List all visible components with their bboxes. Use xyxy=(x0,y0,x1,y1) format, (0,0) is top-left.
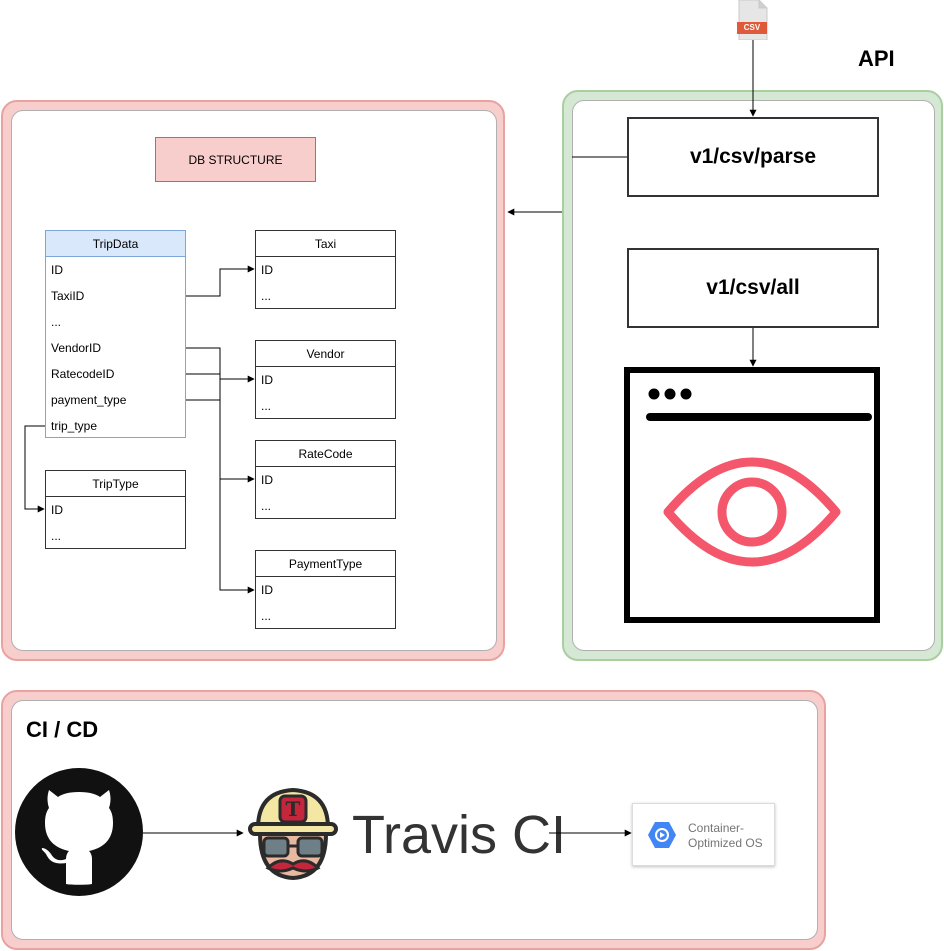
table-field: ID xyxy=(51,263,63,277)
api-label: API xyxy=(858,46,895,71)
table-header: PaymentType xyxy=(256,551,395,577)
table-field: TaxiID xyxy=(51,289,85,303)
connector-vendorid xyxy=(186,347,255,594)
cos-label-line2: Optimized OS xyxy=(688,836,763,850)
table-vendor[interactable]: Vendor ID ... xyxy=(255,340,396,419)
table-field: ID xyxy=(261,373,273,387)
table-field: ID xyxy=(261,583,273,597)
table-field: ... xyxy=(261,609,272,623)
csv-file-label: CSV xyxy=(743,23,761,32)
csv-file-icon: CSV xyxy=(737,0,769,41)
db-structure-group xyxy=(1,100,505,661)
endpoint-csv-all[interactable]: v1/csv/all xyxy=(627,248,879,328)
table-header: TripData xyxy=(46,231,185,257)
table-header: RateCode xyxy=(256,441,395,467)
table-ratecode[interactable]: RateCode ID ... xyxy=(255,440,396,519)
table-field: ... xyxy=(261,289,272,303)
travis-ci-wordmark: Travis CI xyxy=(352,805,566,865)
travis-mascot-icon: T xyxy=(244,784,342,882)
gcp-hexagon-icon xyxy=(648,822,676,848)
table-field: RatecodeID xyxy=(51,367,115,381)
db-structure-title: DB STRUCTURE xyxy=(155,137,316,182)
travis-mascot-letter: T xyxy=(285,797,301,821)
table-tripdata[interactable]: TripData ID TaxiID ... VendorID Ratecode… xyxy=(45,230,186,438)
cicd-label: CI / CD xyxy=(26,717,99,742)
table-field: ID xyxy=(51,503,63,517)
table-field: payment_type xyxy=(51,393,127,407)
table-field: VendorID xyxy=(51,341,102,355)
table-paymenttype[interactable]: PaymentType ID ... xyxy=(255,550,396,629)
table-field: ... xyxy=(261,499,272,513)
table-header: Taxi xyxy=(256,231,395,257)
table-field: trip_type xyxy=(51,419,98,433)
container-optimized-os-badge: Container- Optimized OS xyxy=(632,803,775,866)
connector-taxiid xyxy=(186,265,255,297)
browser-eye-icon xyxy=(624,367,880,623)
github-icon xyxy=(15,768,143,896)
table-taxi[interactable]: Taxi ID ... xyxy=(255,230,396,309)
table-field: ... xyxy=(51,529,62,543)
table-field: ID xyxy=(261,473,273,487)
table-field: ... xyxy=(261,399,272,413)
table-header: Vendor xyxy=(256,341,395,367)
table-header: TripType xyxy=(46,471,185,497)
table-field: ... xyxy=(51,315,62,329)
connector-trip-type xyxy=(24,425,45,513)
table-field: ID xyxy=(261,263,273,277)
table-triptype[interactable]: TripType ID ... xyxy=(45,470,186,549)
endpoint-csv-parse[interactable]: v1/csv/parse xyxy=(627,117,879,197)
cos-label-line1: Container- xyxy=(688,821,745,835)
